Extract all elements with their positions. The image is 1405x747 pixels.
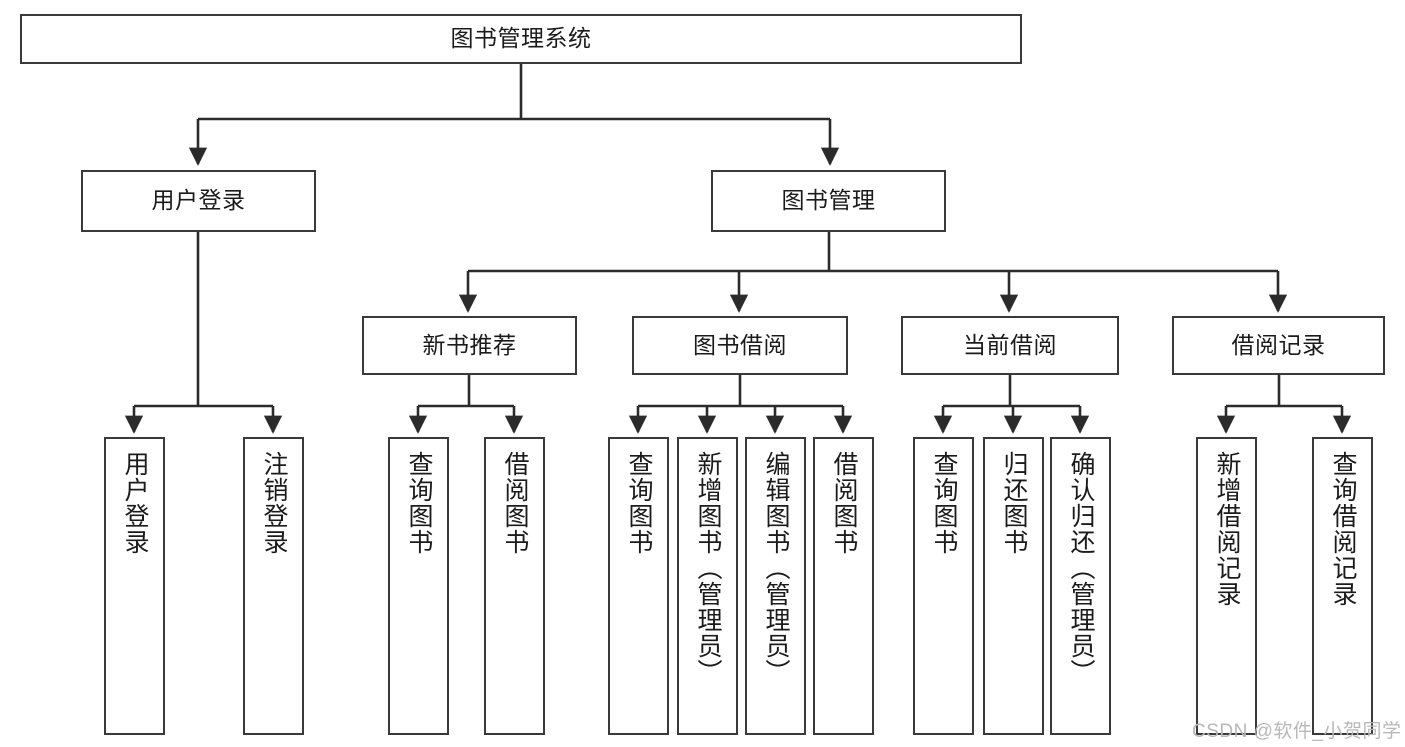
node-book-borrow[interactable]: 图书借阅 [632,316,848,375]
node-label-leaf-query-book-rec: 查询图书 [405,451,433,555]
node-leaf-logout-login[interactable]: 注销登录 [243,437,304,735]
connectors [124,64,1352,434]
node-label-leaf-query-borrow-record: 查询借阅记录 [1329,451,1357,607]
node-label-book-manage: 图书管理 [781,187,876,214]
node-leaf-add-borrow-record[interactable]: 新增借阅记录 [1196,437,1257,735]
node-label-leaf-add-book-admin: 新增图书（管理员） [694,451,722,685]
node-label-current-borrow: 当前借阅 [963,331,1057,358]
node-leaf-query-book-rec[interactable]: 查询图书 [388,437,449,735]
node-user-login[interactable]: 用户登录 [81,170,316,232]
node-label-leaf-return-book: 归还图书 [1000,451,1028,555]
node-leaf-query-book-current[interactable]: 查询图书 [913,437,974,735]
node-leaf-edit-book-admin[interactable]: 编辑图书（管理员） [745,437,806,735]
node-label-leaf-confirm-return-admin: 确认归还（管理员） [1067,451,1095,685]
node-label-user-login: 用户登录 [151,187,246,214]
node-current-borrow[interactable]: 当前借阅 [901,316,1119,375]
node-label-root: 图书管理系统 [450,25,592,52]
node-book-manage[interactable]: 图书管理 [711,170,946,232]
node-leaf-return-book[interactable]: 归还图书 [983,437,1044,735]
node-leaf-query-borrow-record[interactable]: 查询借阅记录 [1312,437,1373,735]
node-borrow-record[interactable]: 借阅记录 [1172,316,1385,375]
node-label-leaf-logout-login: 注销登录 [260,451,288,555]
node-label-borrow-record: 借阅记录 [1231,331,1326,358]
node-label-leaf-borrow-book-rec: 借阅图书 [501,451,529,555]
node-leaf-confirm-return-admin[interactable]: 确认归还（管理员） [1050,437,1111,735]
node-label-new-book-recommend: 新书推荐 [422,331,517,358]
node-label-leaf-query-book-borrow: 查询图书 [625,451,653,555]
node-new-book-recommend[interactable]: 新书推荐 [362,316,577,375]
node-label-leaf-user-login: 用户登录 [121,451,149,555]
node-label-leaf-edit-book-admin: 编辑图书（管理员） [762,451,790,685]
node-label-book-borrow: 图书借阅 [693,331,787,358]
node-leaf-add-book-admin[interactable]: 新增图书（管理员） [677,437,738,735]
node-root[interactable]: 图书管理系统 [20,14,1022,64]
node-leaf-user-login[interactable]: 用户登录 [104,437,165,735]
node-leaf-query-book-borrow[interactable]: 查询图书 [608,437,669,735]
node-label-leaf-add-borrow-record: 新增借阅记录 [1213,451,1241,607]
node-label-leaf-borrow-book: 借阅图书 [830,451,858,555]
node-leaf-borrow-book[interactable]: 借阅图书 [813,437,874,735]
node-leaf-borrow-book-rec[interactable]: 借阅图书 [484,437,545,735]
node-label-leaf-query-book-current: 查询图书 [930,451,958,555]
